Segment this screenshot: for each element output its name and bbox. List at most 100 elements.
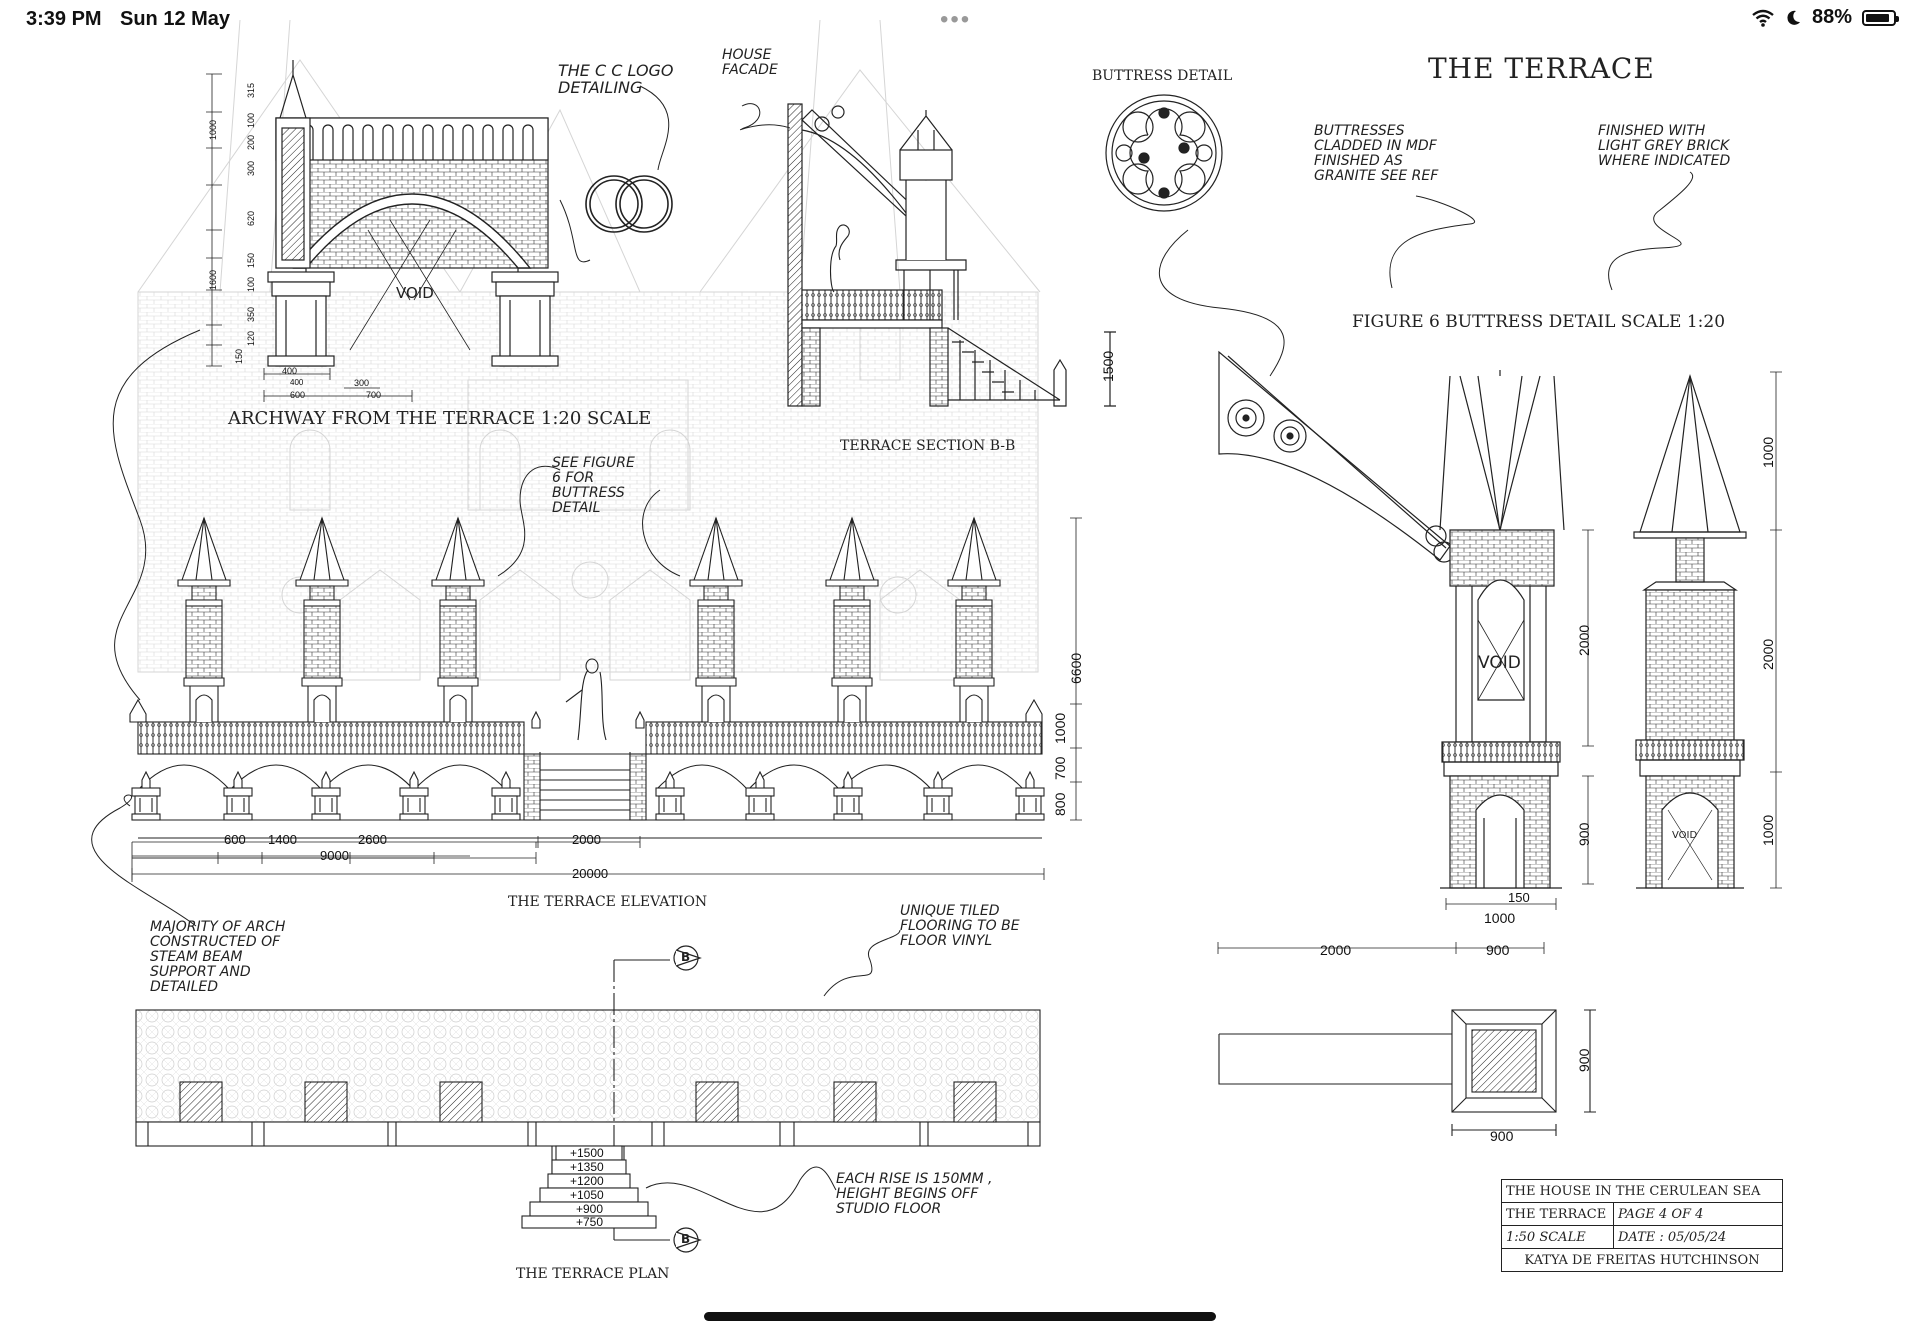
arch-dim-1000: 1000	[208, 119, 218, 140]
plan-dim-900-vertical: 900	[1576, 1048, 1592, 1072]
elev-dim-2600: 2600	[358, 832, 387, 847]
battery-icon	[1862, 9, 1899, 26]
elevation-tower	[177, 516, 231, 722]
status-date: Sun 12 May	[120, 8, 231, 30]
arch-dim-620: 620	[246, 210, 256, 226]
section-marker-top: B	[681, 950, 691, 964]
terrace-section-drawing	[787, 103, 1116, 407]
arch-construction-note: MAJORITY OF ARCH CONSTRUCTED OF STEAM BE…	[150, 919, 286, 995]
title-block-project: THE HOUSE IN THE CERULEAN SEA	[1506, 1183, 1761, 1199]
elevation-pillar	[1015, 770, 1045, 821]
title-block-date: DATE : 05/05/24	[1618, 1229, 1727, 1245]
fig6-dim-900-vertical: 900	[1576, 822, 1592, 846]
elev-dim-9000: 9000	[320, 848, 349, 863]
arch-dim-700h: 700	[366, 390, 382, 400]
elevation-tower	[947, 516, 1001, 722]
fig6-dim-2000-right: 2000	[1760, 638, 1776, 670]
arch-dim-100b: 100	[246, 276, 256, 292]
elevation-towers	[177, 516, 1001, 722]
buttress-brick-note: FINISHED WITH LIGHT GREY BRICK WHERE IND…	[1598, 123, 1731, 169]
elevation-tower	[431, 516, 485, 722]
step-level-750: +750	[576, 1215, 604, 1229]
moon-icon	[1787, 10, 1800, 25]
elevation-tower	[295, 516, 349, 722]
step-level-1200: +1200	[570, 1174, 604, 1188]
wifi-icon	[1752, 9, 1774, 27]
status-bar: 3:39 PM Sun 12 May ••• 88%	[0, 0, 1920, 40]
buttress-detail-label: BUTTRESS DETAIL	[1092, 68, 1233, 84]
figure6-small-void: VOID	[1672, 830, 1698, 841]
elevation-tower	[825, 516, 879, 722]
step-level-1050: +1050	[570, 1188, 604, 1202]
elevation-pillar	[491, 770, 521, 821]
archway-void-label: VOID	[396, 284, 434, 302]
arch-dim-300: 300	[246, 160, 256, 176]
status-time: 3:39 PM	[26, 8, 102, 30]
elev-dim-1000: 1000	[1052, 712, 1068, 744]
elevation-leaders	[112, 329, 681, 701]
step-level-1500: +1500	[570, 1146, 604, 1160]
title-block-project-row: THE HOUSE IN THE CERULEAN SEA	[1502, 1180, 1782, 1203]
step-level-1350: +1350	[570, 1160, 604, 1174]
logo-leader	[559, 85, 670, 263]
plan-leaders	[91, 794, 901, 1213]
plan-dim-900-horizontal: 900	[1490, 1128, 1514, 1144]
section-dim-1500: 1500	[1100, 350, 1116, 382]
rise-note: EACH RISE IS 150MM , HEIGHT BEGINS OFF S…	[836, 1171, 993, 1217]
cc-logo-detail	[585, 175, 673, 233]
elev-dim-20000: 20000	[572, 866, 609, 881]
buttress-note-leaders	[1389, 171, 1693, 291]
elevation-tower	[689, 516, 743, 722]
arch-dim-120: 120	[246, 330, 256, 346]
elevation-title: THE TERRACE ELEVATION	[508, 894, 708, 910]
figure6-tower-elevation	[1633, 374, 1747, 889]
title-block-author-row: KATYA DE FREITAS HUTCHINSON	[1502, 1249, 1782, 1271]
title-block: THE HOUSE IN THE CERULEAN SEA THE TERRAC…	[1501, 1179, 1783, 1272]
elev-dim-1400: 1400	[268, 832, 297, 847]
facade-leader	[740, 103, 791, 131]
title-block-scale-row: 1:50 SCALE DATE : 05/05/24	[1502, 1226, 1782, 1249]
fig6-dim-150: 150	[1508, 890, 1530, 905]
title-block-page: PAGE 4 OF 4	[1618, 1206, 1704, 1222]
figure6-dimension-lines	[1217, 371, 1782, 954]
arch-dim-300h: 300	[354, 378, 370, 388]
logo-note: THE C C LOGO DETAILING	[558, 61, 674, 97]
arch-dim-100a: 100	[246, 112, 256, 128]
archway-title: ARCHWAY FROM THE TERRACE 1:20 SCALE	[228, 408, 652, 429]
fig6-dim-900-h: 900	[1486, 942, 1510, 958]
elev-dim-800: 800	[1052, 792, 1068, 816]
arch-dim-350: 350	[246, 306, 256, 322]
figure6-buttress-drawing	[1218, 350, 1565, 889]
see-figure-note: SEE FIGURE 6 FOR BUTTRESS DETAIL	[552, 455, 635, 516]
multitasking-dots-icon[interactable]: •••	[940, 6, 972, 33]
arch-dim-150b: 150	[234, 348, 244, 364]
elevation-pillar	[311, 770, 341, 821]
elevation-pillar	[833, 770, 863, 821]
arch-dim-400b: 400	[290, 378, 304, 387]
section-title: TERRACE SECTION B-B	[840, 438, 1016, 454]
elevation-pillar	[399, 770, 429, 821]
fig6-dim-1000-bottom: 1000	[1760, 814, 1776, 846]
buttress-plan	[1218, 1009, 1596, 1136]
figure6-void-label: VOID	[1478, 653, 1521, 673]
sheet-title: THE TERRACE	[1428, 52, 1655, 85]
battery-percent: 88%	[1811, 6, 1852, 28]
fig6-dim-2000-left: 2000	[1576, 624, 1592, 656]
buttress-cladding-note: BUTTRESSES CLADDED IN MDF FINISHED AS GR…	[1314, 123, 1439, 184]
title-block-sheet-name: THE TERRACE	[1502, 1203, 1614, 1225]
home-indicator[interactable]	[704, 1312, 1216, 1321]
elevation-pillar	[223, 770, 253, 821]
elev-dim-6600: 6600	[1068, 652, 1084, 684]
battery-fill	[1866, 13, 1889, 22]
arch-dim-315: 315	[246, 82, 256, 98]
arch-dim-400a: 400	[282, 366, 298, 376]
title-block-scale: 1:50 SCALE	[1502, 1226, 1614, 1248]
arch-dim-600h: 600	[290, 390, 306, 400]
fig6-dim-1000-top: 1000	[1760, 436, 1776, 468]
house-background	[137, 19, 1041, 681]
elevation-pillar	[923, 770, 953, 821]
title-block-sheet-row: THE TERRACE PAGE 4 OF 4	[1502, 1203, 1782, 1226]
rosette-leader	[1158, 229, 1285, 377]
arch-dim-200: 200	[246, 134, 256, 150]
